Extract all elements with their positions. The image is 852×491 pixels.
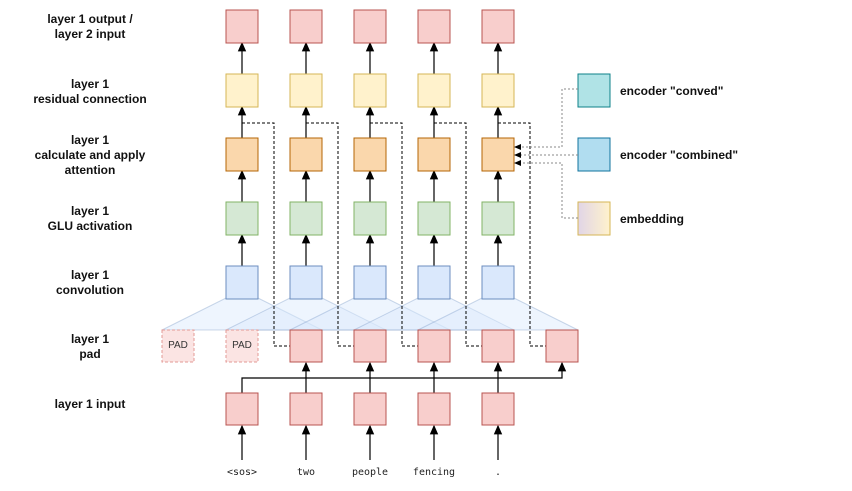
pad-row-block (417, 329, 451, 363)
pad-row-block (481, 329, 515, 363)
label-line: GLU activation (47, 219, 133, 233)
orange-block (417, 137, 451, 172)
label-line: layer 1 (70, 332, 110, 346)
label-line: attention (64, 163, 116, 177)
blue-block (289, 265, 323, 300)
label-line: layer 1 input (54, 397, 126, 411)
yellow-block (481, 73, 515, 108)
green-block (481, 201, 515, 236)
input-block (289, 392, 323, 426)
label-line: layer 1 (70, 77, 110, 91)
label-line: convolution (56, 283, 124, 297)
green-block (289, 201, 323, 236)
orange-block (225, 137, 259, 172)
legend-swatch (577, 201, 611, 236)
blue-block (417, 265, 451, 300)
red-block (225, 9, 259, 44)
label-line: calculate and apply (34, 148, 146, 162)
legend-conved: encoder "conved" (620, 84, 724, 98)
input-to-pad-arrow (369, 361, 439, 393)
pad-row-block (545, 329, 579, 363)
conved-to-attention-line (514, 88, 578, 150)
yellow-block (289, 73, 323, 108)
label-line: pad (79, 347, 101, 361)
legend-combined: encoder "combined" (620, 148, 739, 162)
yellow-block (353, 73, 387, 108)
legend-swatch (577, 73, 611, 108)
label-line: layer 1 (70, 204, 110, 218)
input-block (225, 392, 259, 426)
input-to-pad-arrow (433, 361, 503, 393)
residual-dashed-line (434, 122, 482, 347)
token: people (351, 467, 389, 478)
label-line: layer 1 (70, 268, 110, 282)
green-block (353, 201, 387, 236)
pad-row-block (289, 329, 323, 363)
input-to-pad-arrow (305, 361, 375, 393)
green-block (417, 201, 451, 236)
input-to-pad-arrow (241, 361, 311, 393)
orange-block (289, 137, 323, 172)
yellow-block (225, 73, 259, 108)
embedding-to-attention-line (514, 160, 578, 219)
legend-swatch (577, 137, 611, 172)
pad-label: PAD (168, 340, 188, 351)
label-output: layer 1 output /layer 2 input (10, 12, 170, 42)
residual-dashed-line (370, 122, 418, 347)
blue-block (353, 265, 387, 300)
orange-block (353, 137, 387, 172)
residual-dashed-line (306, 122, 354, 347)
residual-dashed-line (242, 122, 290, 347)
red-block (289, 9, 323, 44)
pad-row-block (353, 329, 387, 363)
blue-block (225, 265, 259, 300)
input-block (481, 392, 515, 426)
label-line: layer 2 input (54, 27, 126, 41)
blue-block (481, 265, 515, 300)
pad-block (161, 329, 195, 363)
input-block (417, 392, 451, 426)
input-block (353, 392, 387, 426)
red-block (353, 9, 387, 44)
token: <sos> (226, 467, 258, 478)
token: . (494, 467, 502, 478)
input-to-pad-arrow (497, 361, 567, 393)
label-line: layer 1 (70, 133, 110, 147)
token: two (296, 467, 316, 478)
label-input: layer 1 input (10, 397, 170, 412)
token: fencing (412, 467, 456, 478)
yellow-block (417, 73, 451, 108)
green-block (225, 201, 259, 236)
residual-dashed-line (498, 122, 546, 347)
legend-embedding: embedding (620, 212, 685, 226)
pad-label: PAD (232, 340, 252, 351)
label-line: residual connection (33, 92, 147, 106)
label-line: layer 1 output / (47, 12, 133, 26)
red-block (481, 9, 515, 44)
pad-block (225, 329, 259, 363)
red-block (417, 9, 451, 44)
orange-block (481, 137, 515, 172)
